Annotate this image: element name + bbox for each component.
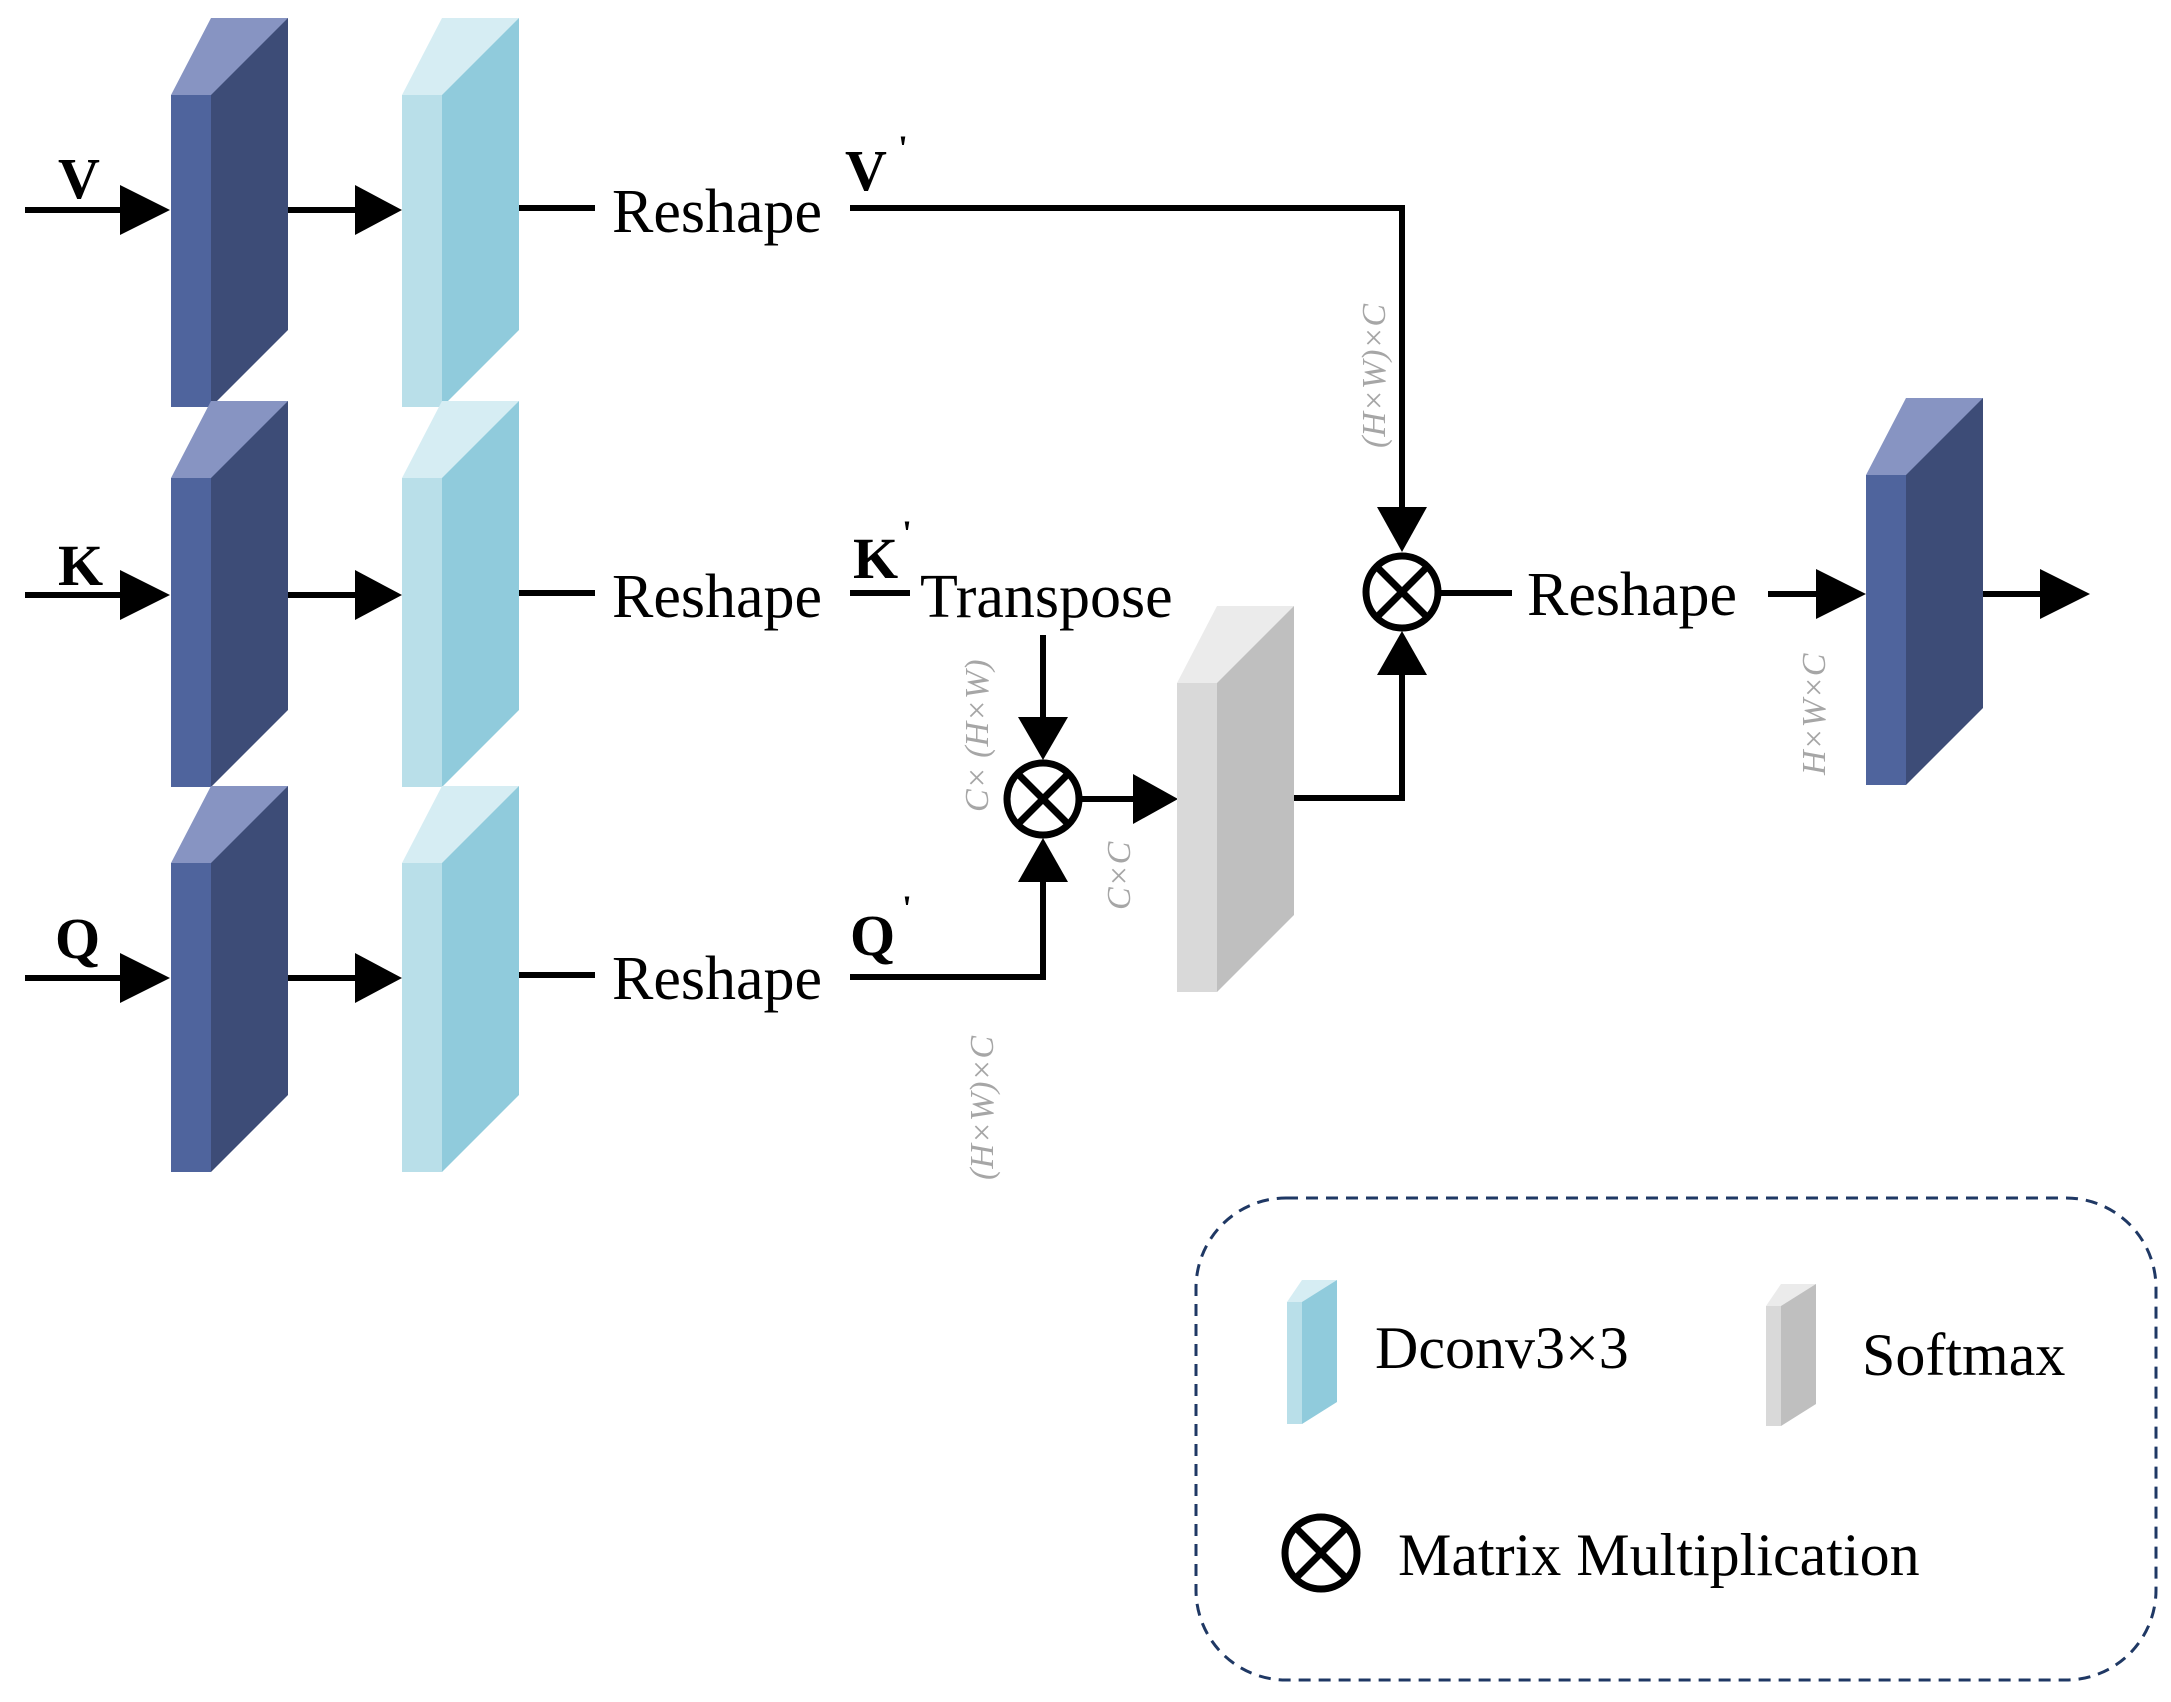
reshape-label-k: Reshape [612, 563, 822, 631]
row-k: K Reshape K ' Transpose C× (H×W) [25, 401, 1173, 812]
input-label-q: Q [55, 906, 100, 971]
legend-dconv-swatch [1287, 1280, 1337, 1424]
prime-label-v: V [845, 138, 887, 203]
conv-block-out [1866, 398, 1983, 785]
legend-matmul-icon [1281, 1513, 1361, 1593]
dconv-block-k [402, 401, 519, 787]
reshape-label-q: Reshape [612, 945, 822, 1013]
softmax-path [1294, 670, 1405, 801]
dim-label-k: C× (H×W) [959, 659, 996, 812]
row-q: Q Reshape Q ' (H×W)×C [25, 786, 1068, 1180]
dconv-block-v [402, 18, 519, 407]
prime-mark-v: ' [898, 128, 908, 168]
transpose-label: Transpose [920, 563, 1173, 631]
prime-label-k: K [853, 526, 898, 591]
dim-label-v: (H×W)×C [1356, 304, 1393, 448]
reshape-label-v: Reshape [612, 178, 822, 246]
dconv-block-q [402, 786, 519, 1172]
row-v: V Reshape V ' (H×W)×C [25, 18, 1427, 552]
matmul-lower [1003, 759, 1083, 839]
softmax-block [1177, 606, 1294, 992]
legend-dconv-label: Dconv3×3 [1375, 1315, 1629, 1381]
dim-label-attention: C×C [1101, 841, 1138, 910]
v-prime-path [850, 205, 1405, 520]
prime-label-q: Q [850, 903, 895, 968]
conv-block-v [171, 18, 288, 407]
legend-softmax-swatch [1766, 1284, 1816, 1426]
prime-mark-q: ' [902, 888, 912, 928]
legend: Dconv3×3 Softmax Matrix Multiplication [1194, 1196, 2158, 1682]
q-prime-path [850, 880, 1046, 980]
input-label-k: K [58, 533, 103, 598]
conv-block-k [171, 401, 288, 787]
reshape-label-out: Reshape [1527, 561, 1737, 629]
conv-block-q [171, 786, 288, 1172]
matmul-upper [1362, 552, 1442, 632]
legend-softmax-label: Softmax [1862, 1322, 2065, 1388]
dim-label-q: (H×W)×C [964, 1036, 1001, 1180]
legend-matmul-label: Matrix Multiplication [1398, 1522, 1920, 1588]
prime-mark-k: ' [902, 513, 912, 553]
input-label-v: V [58, 146, 100, 211]
dim-label-output: H×W×C [1796, 653, 1833, 776]
